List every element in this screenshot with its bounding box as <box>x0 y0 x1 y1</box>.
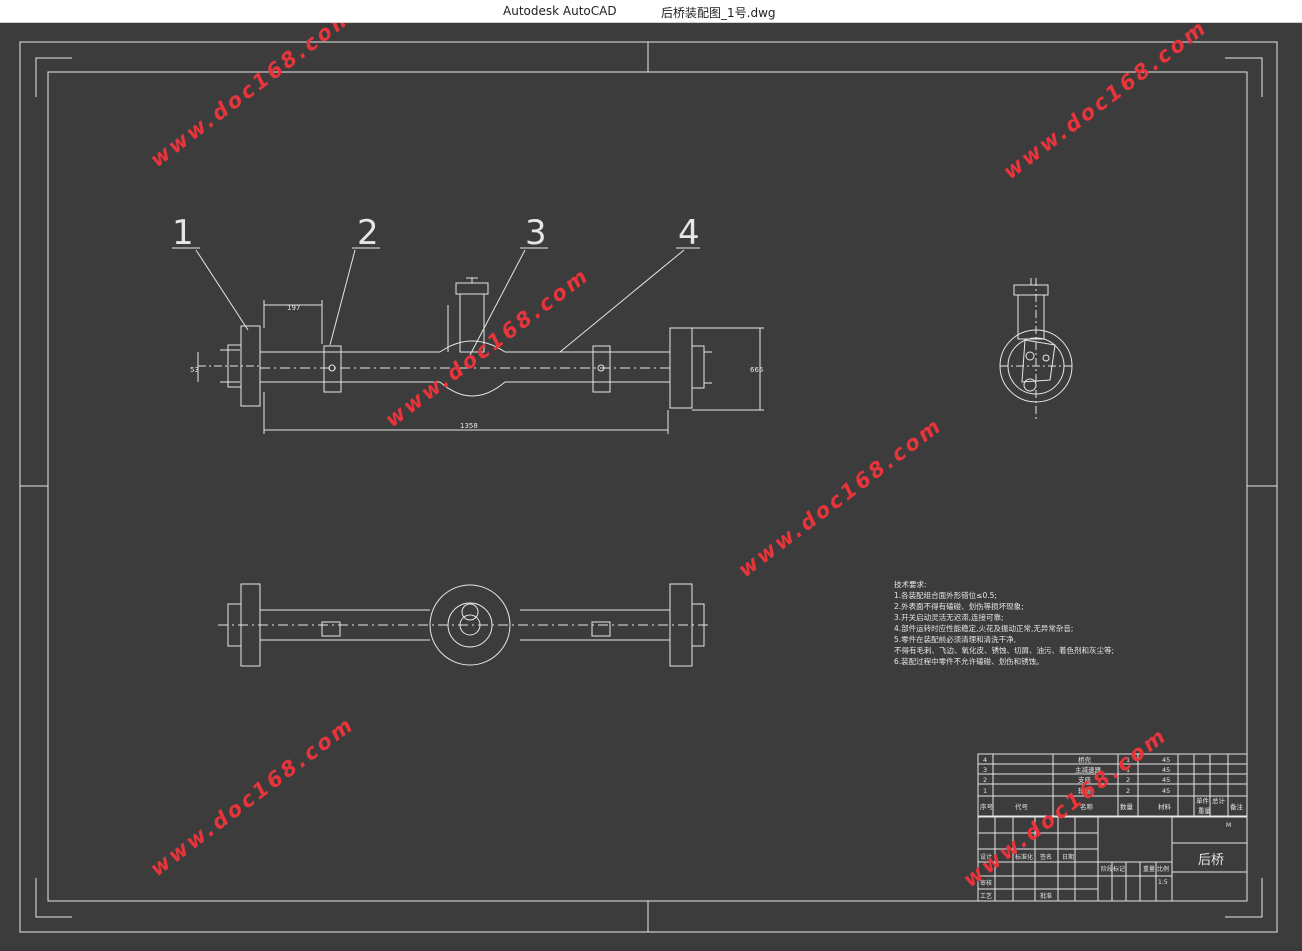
dim-1358: 1358 <box>460 422 478 430</box>
tech-line-6: 不得有毛刺、飞边、氧化皮、锈蚀、切屑、油污、着色剂和灰尘等; <box>894 645 1114 655</box>
svg-text:2: 2 <box>983 776 987 784</box>
balloon-labels: 1 2 3 4 <box>172 213 700 253</box>
tech-line-4: 4.部件运转时应性能稳定,火花及振动正常,无异常杂音; <box>894 623 1073 633</box>
svg-text:数量: 数量 <box>1120 802 1134 811</box>
svg-text:名称: 名称 <box>1080 802 1094 811</box>
tech-requirements: 技术要求: 1.各装配组合面外形错位≤0.5; 2.外表面不得有磕碰、划伤等损坏… <box>894 579 1114 666</box>
svg-text:备注: 备注 <box>1230 802 1244 811</box>
watermarks: www.doc168.com www.doc168.com www.doc168… <box>146 3 1213 892</box>
dim-665: 665 <box>750 366 763 374</box>
svg-text:代号: 代号 <box>1015 802 1029 811</box>
svg-text:2: 2 <box>1126 776 1130 784</box>
svg-text:签名: 签名 <box>1040 853 1052 861</box>
svg-text:3: 3 <box>983 766 987 774</box>
balloon-2: 2 <box>357 213 379 253</box>
tech-line-7: 6.装配过程中零件不允许磕碰、划伤和锈蚀。 <box>894 656 1044 666</box>
svg-text:重量: 重量 <box>1198 807 1212 815</box>
svg-text:4: 4 <box>983 756 987 764</box>
svg-text:审核: 审核 <box>980 879 992 887</box>
svg-text:比例: 比例 <box>1157 865 1169 873</box>
inner-frame <box>47 71 1248 902</box>
title-block <box>977 816 1248 902</box>
svg-text:日期: 日期 <box>1062 853 1074 861</box>
svg-text:主减速器: 主减速器 <box>1075 765 1102 774</box>
dimension-texts: 197 1358 53 665 <box>190 304 763 430</box>
svg-text:45: 45 <box>1162 756 1170 764</box>
watermark-3: www.doc168.com <box>381 263 595 432</box>
file-title: 后桥装配图_1号.dwg <box>661 6 776 20</box>
tech-title: 技术要求: <box>894 579 927 589</box>
svg-text:1: 1 <box>983 787 987 795</box>
watermark-1: www.doc168.com <box>146 23 360 172</box>
svg-text:标准化: 标准化 <box>1015 853 1033 861</box>
bom-table <box>977 753 1248 817</box>
dim-53: 53 <box>190 366 199 374</box>
tech-line-5: 5.零件在装配前必须清理和清洗干净, <box>894 634 1016 644</box>
app-title: Autodesk AutoCAD <box>503 4 617 18</box>
side-view <box>999 278 1073 420</box>
svg-text:1:5: 1:5 <box>1158 879 1168 886</box>
svg-text:总计: 总计 <box>1212 796 1226 805</box>
title-mark: M <box>1226 822 1231 829</box>
watermark-2: www.doc168.com <box>999 23 1213 184</box>
dim-197: 197 <box>287 304 300 312</box>
svg-text:桥壳: 桥壳 <box>1078 755 1092 764</box>
svg-text:阶段标记: 阶段标记 <box>1101 865 1125 873</box>
window-titlebar: Autodesk AutoCAD 后桥装配图_1号.dwg <box>0 0 1302 23</box>
svg-text:2: 2 <box>1126 787 1130 795</box>
svg-text:轮毂: 轮毂 <box>1078 786 1092 795</box>
svg-text:设计: 设计 <box>980 853 992 861</box>
top-view <box>218 583 712 667</box>
balloon-1: 1 <box>172 213 194 253</box>
svg-text:材料: 材料 <box>1158 802 1172 811</box>
svg-text:工艺: 工艺 <box>980 892 992 900</box>
title-block-texts: 后桥 M 阶段标记 重量 比例 1:5 设计 审核 工艺 批准 标准化 签名 日… <box>980 822 1231 900</box>
balloon-4: 4 <box>678 213 700 253</box>
svg-text:序号: 序号 <box>980 802 994 811</box>
svg-text:45: 45 <box>1162 787 1170 795</box>
svg-text:1: 1 <box>1126 766 1130 774</box>
drawing-canvas[interactable]: 1 2 3 4 197 1358 53 665 <box>0 3 1302 947</box>
svg-text:45: 45 <box>1162 766 1170 774</box>
watermark-4: www.doc168.com <box>734 413 948 582</box>
balloon-3: 3 <box>525 213 547 253</box>
svg-text:单件: 单件 <box>1196 796 1210 805</box>
watermark-5: www.doc168.com <box>146 712 360 881</box>
svg-text:重量: 重量 <box>1143 865 1155 873</box>
drawing-svg: 1 2 3 4 197 1358 53 665 <box>19 3 1278 933</box>
svg-text:批准: 批准 <box>1040 892 1052 900</box>
tech-line-1: 1.各装配组合面外形错位≤0.5; <box>894 590 997 600</box>
tech-line-3: 3.开关启动灵活无迟滞,连接可靠; <box>894 612 1004 622</box>
tech-line-2: 2.外表面不得有磕碰、划伤等损坏现象; <box>894 601 1024 611</box>
drawing-title: 后桥 <box>1198 853 1224 868</box>
svg-text:45: 45 <box>1162 776 1170 784</box>
front-view <box>172 247 764 434</box>
svg-text:1: 1 <box>1126 756 1130 764</box>
svg-text:支座: 支座 <box>1078 775 1092 784</box>
bom-texts: 4 桥壳 1 45 3 主减速器 1 45 2 支座 2 45 1 轮毂 2 4… <box>980 755 1244 815</box>
